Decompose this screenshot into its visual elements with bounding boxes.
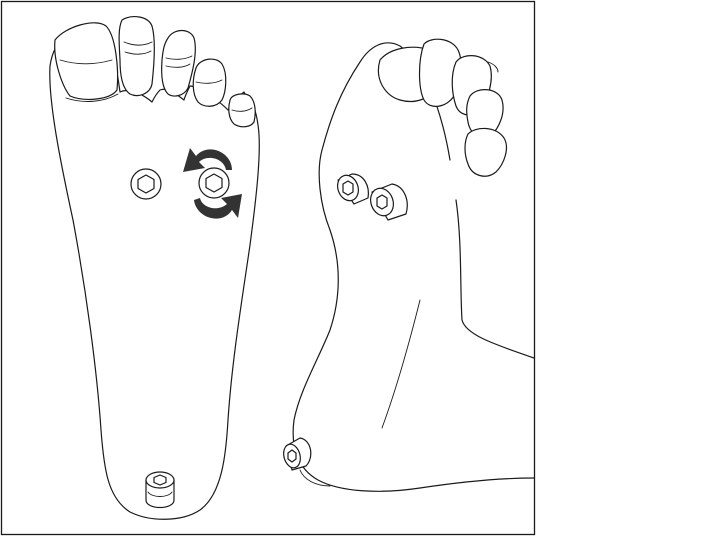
toe-2 <box>119 17 154 96</box>
hex-socket-bolt-icon <box>131 169 161 199</box>
hex-socket-bolt-icon <box>199 168 229 198</box>
heel-bolt-icon <box>146 472 174 508</box>
